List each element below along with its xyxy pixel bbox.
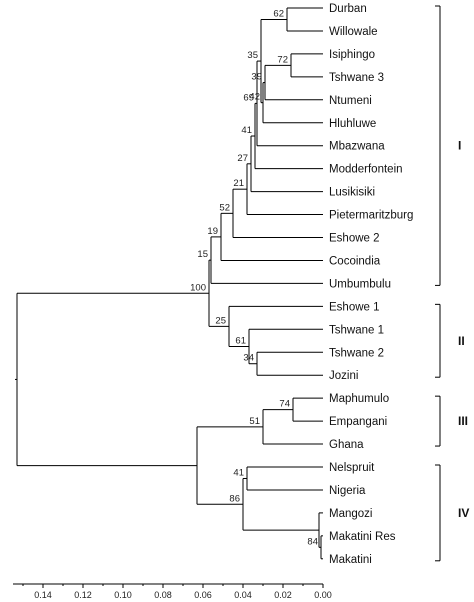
leaf-label: Durban xyxy=(329,3,367,15)
bootstrap-value: 61 xyxy=(235,336,246,347)
bootstrap-value: 84 xyxy=(307,536,318,547)
cluster-label: III xyxy=(458,414,468,428)
leaf-label: Cocoindia xyxy=(329,255,381,267)
leaf-label: Eshowe 2 xyxy=(329,233,380,245)
bootstrap-value: 52 xyxy=(219,202,230,213)
bootstrap-labels: 62 72 39 42 35 69 41 27 21 52 19 15 34 61 25 100 74 51 84 4… xyxy=(190,8,318,547)
bootstrap-value: 35 xyxy=(247,50,258,61)
bootstrap-value: 41 xyxy=(241,125,252,136)
bootstrap-value: 74 xyxy=(279,399,290,410)
bootstrap-value: 42 xyxy=(249,92,260,103)
bootstrap-value: 51 xyxy=(249,416,260,427)
leaf-label: Nelspruit xyxy=(329,462,375,474)
leaf-label: Makatini Res xyxy=(329,531,396,543)
bootstrap-value: 69 xyxy=(243,92,254,103)
bootstrap-value: 27 xyxy=(237,153,248,164)
bootstrap-value: 62 xyxy=(273,8,284,19)
leaf-label: Empangani xyxy=(329,416,387,428)
leaf-label: Mbazwana xyxy=(329,141,385,153)
leaf-label: Nigeria xyxy=(329,485,366,497)
bootstrap-value: 34 xyxy=(243,353,254,364)
leaf-label: Maphumulo xyxy=(329,393,389,405)
leaf-label: Isiphingo xyxy=(329,49,375,61)
leaf-label: Makatini xyxy=(329,554,372,566)
leaf-label: Ntumeni xyxy=(329,95,372,107)
axis-tick-label: 0.08 xyxy=(154,590,172,600)
axis-tick-label: 0.00 xyxy=(314,590,332,600)
bootstrap-value: 86 xyxy=(229,493,240,504)
leaf-label: Jozini xyxy=(329,370,358,382)
axis-tick-label: 0.06 xyxy=(194,590,212,600)
distance-axis: 0.14 0.12 0.10 0.08 0.06 0.04 0.02 0.00 xyxy=(13,583,332,600)
leaf-label: Tshwane 1 xyxy=(329,324,384,336)
axis-tick-label: 0.12 xyxy=(74,590,92,600)
bootstrap-value: 15 xyxy=(197,249,208,260)
bootstrap-value: 41 xyxy=(233,467,244,478)
cluster-label: II xyxy=(458,334,465,348)
leaf-label: Mangozi xyxy=(329,508,372,520)
leaf-label: Pietermaritzburg xyxy=(329,210,413,222)
cluster-label: IV xyxy=(458,506,469,520)
axis-tick-label: 0.02 xyxy=(274,590,292,600)
leaf-label: Hluhluwe xyxy=(329,118,376,130)
bootstrap-value: 100 xyxy=(190,282,206,293)
axis-tick-label: 0.04 xyxy=(234,590,252,600)
leaf-label: Tshwane 3 xyxy=(329,72,384,84)
bootstrap-value: 39 xyxy=(251,72,262,83)
leaf-label: Tshwane 2 xyxy=(329,347,384,359)
branches xyxy=(15,7,323,560)
leaf-label: Willowale xyxy=(329,26,378,38)
leaf-label: Umbumbulu xyxy=(329,278,391,290)
bootstrap-value: 19 xyxy=(207,226,218,237)
axis-tick-label: 0.14 xyxy=(34,590,52,600)
leaf-label: Ghana xyxy=(329,439,364,451)
axis-tick-label: 0.10 xyxy=(114,590,132,600)
leaf-label: Eshowe 1 xyxy=(329,301,380,313)
bootstrap-value: 25 xyxy=(215,315,226,326)
leaf-label: Modderfontein xyxy=(329,164,403,176)
bootstrap-value: 21 xyxy=(233,178,244,189)
bootstrap-value: 72 xyxy=(277,54,288,65)
leaf-label: Lusikisiki xyxy=(329,187,375,199)
cluster-label: I xyxy=(458,139,461,153)
